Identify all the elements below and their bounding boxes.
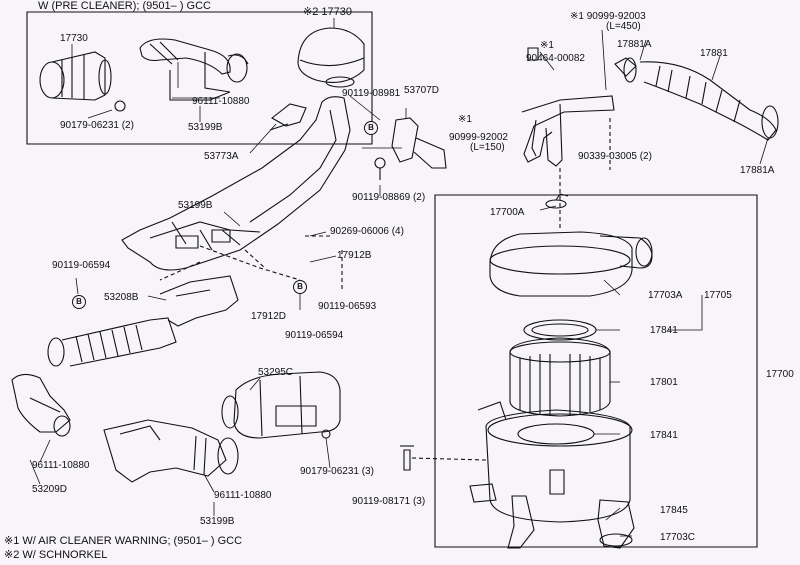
snorkel-cap [298, 28, 364, 87]
label-mark1-c: ※1 [458, 114, 472, 125]
resonator-53295c [222, 372, 340, 438]
bracket-53773a [272, 104, 306, 126]
circle-b-marker: B [293, 280, 307, 294]
label-17841-b: 17841 [650, 430, 678, 441]
inset-title: W (PRE CLEANER); (9501– ) GCC [38, 0, 211, 12]
footnote-2: ※2 W/ SCHNORKEL [4, 549, 108, 561]
label-90179-06231-3: 90179-06231 (3) [300, 466, 374, 477]
warning-hose [522, 48, 614, 166]
label-90119-06594-b: 90119-06594 [285, 330, 344, 341]
duct-53199b-bottom [104, 420, 330, 482]
label-90269: 90269-06006 (4) [330, 226, 404, 237]
footnote-1: ※1 W/ AIR CLEANER WARNING; (9501– ) GCC [4, 535, 243, 547]
label-96111-b: 96111-10880 [214, 490, 272, 501]
label-inset-53199b: 53199B [188, 122, 223, 133]
label-mark2-17730: ※2 17730 [303, 6, 352, 18]
label-90464: 90464-00082 [526, 53, 585, 64]
label-90119-08171: 90119-08171 (3) [352, 496, 426, 507]
air-cleaner-assembly [400, 194, 652, 548]
label-17801: 17801 [650, 377, 678, 388]
bracket-53707d [375, 118, 446, 180]
label-17700a: 17700A [490, 207, 525, 218]
label-17881a-bottom: 17881A [740, 165, 775, 176]
label-inset-17730: 17730 [60, 33, 88, 44]
label-17705: 17705 [704, 290, 732, 301]
label-l450: (L=450) [606, 21, 641, 32]
label-l150: (L=150) [470, 142, 505, 153]
hose-53208b [48, 276, 238, 366]
label-53208b: 53208B [104, 292, 139, 303]
label-53773a: 53773A [204, 151, 239, 162]
label-53209d: 53209D [32, 484, 68, 495]
label-17841-a: 17841 [650, 325, 678, 336]
label-53707d: 53707D [404, 85, 440, 96]
label-inset-90179: 90179-06231 (2) [60, 120, 134, 131]
label-90119-06593: 90119-06593 [318, 301, 377, 312]
label-mark1-b: ※1 [540, 40, 554, 51]
label-inset-96111: 96111-10880 [192, 96, 250, 107]
label-53199b: 53199B [178, 200, 213, 211]
circle-b-marker: B [72, 295, 86, 309]
label-96111-a: 96111-10880 [32, 460, 90, 471]
label-17845: 17845 [660, 505, 688, 516]
label-17703c: 17703C [660, 532, 696, 543]
label-90119-06594-a: 90119-06594 [52, 260, 111, 271]
label-17700: 17700 [766, 369, 794, 380]
label-17912d: 17912D [251, 311, 287, 322]
label-17881: 17881 [700, 48, 728, 59]
elbow-53209d [12, 374, 70, 436]
label-mark1-top: ※1 90999-92003 [570, 11, 646, 22]
label-90999-92002: 90999-92002 [449, 132, 508, 143]
label-17881a-top: 17881A [617, 39, 652, 50]
label-53295c: 53295C [258, 367, 294, 378]
inset-frame [27, 12, 372, 144]
pre-cleaner-drawing [40, 39, 248, 111]
air-cleaner-frame [435, 195, 757, 547]
label-17703a: 17703A [648, 290, 683, 301]
label-53199b-bottom: 53199B [200, 516, 235, 527]
label-17912b: 17912B [337, 250, 372, 261]
circle-b-marker: B [364, 121, 378, 135]
intake-hose-17881 [615, 58, 778, 140]
snorkel-tube [122, 97, 350, 270]
label-90119-08981: 90119-08981 [342, 88, 401, 99]
label-90119-08869: 90119-08869 (2) [352, 192, 426, 203]
label-90339: 90339-03005 (2) [578, 151, 652, 162]
